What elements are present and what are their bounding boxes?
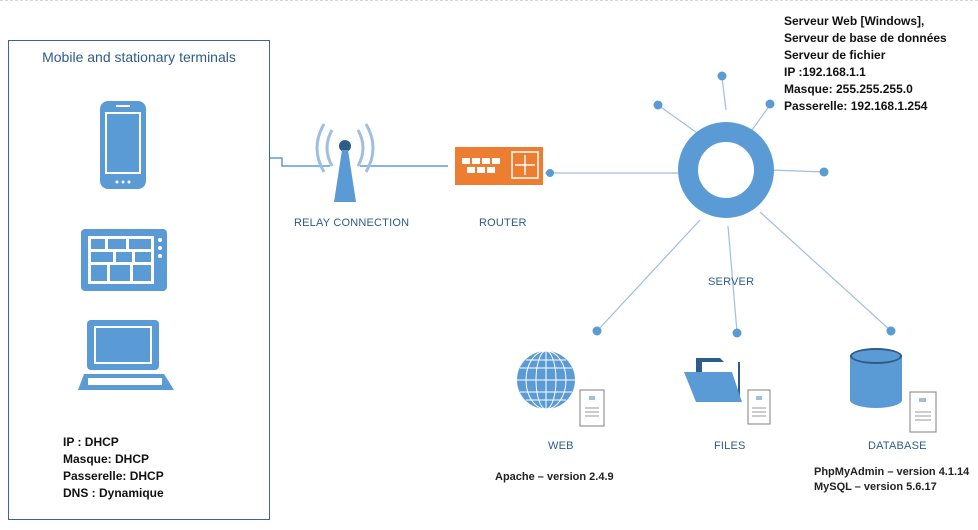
router-port-dot [546,169,554,177]
router-icon [455,147,543,185]
web-detail: Apache – version 2.4.9 [495,471,614,483]
laptop-icon [78,320,174,390]
dot-files [732,328,742,338]
terminals-dns: DNS : Dynamique [63,486,164,500]
dot-web [592,326,602,336]
terminals-mask: Masque: DHCP [63,452,150,466]
spoke-files [727,225,738,333]
server-info-gateway: Passerelle: 192.168.1.254 [784,99,928,113]
dot-top [717,71,727,81]
dot-top-right [765,99,775,109]
server-network-info: Serveur Web [Windows], Serveur de base d… [784,13,947,115]
server-info-files: Serveur de fichier [784,48,886,62]
spoke-dots [592,71,896,338]
server-label: SERVER [708,276,755,288]
server-info-mask: Masque: 255.255.255.0 [784,82,913,96]
router-label: ROUTER [479,217,527,229]
server-spokes [597,76,891,333]
spoke-top [721,76,727,111]
tablet-icon [81,229,167,291]
server-info-ip: IP :192.168.1.1 [784,65,866,79]
database-phpmyadmin-version: PhpMyAdmin – version 4.1.14 [814,466,970,478]
dot-top-left [653,100,663,110]
server-info-web: Serveur Web [Windows], [784,14,925,28]
files-folder-icon [684,358,771,425]
dot-db [886,326,896,336]
database-details: PhpMyAdmin – version 4.1.14 MySQL – vers… [814,465,969,495]
spoke-db [759,211,891,331]
terminals-relay-line [270,157,330,167]
files-label: FILES [714,440,746,452]
database-label: DATABASE [868,440,927,452]
terminals-title: Mobile and stationary terminals [42,49,236,65]
relay-antenna-icon [315,123,375,202]
web-globe-icon [517,350,605,427]
spoke-top-left [657,104,701,136]
top-dashed-guide [0,0,978,2]
smartphone-icon [100,101,146,189]
terminals-network-info: IP : DHCP Masque: DHCP Passerelle: DHCP … [63,434,164,502]
web-label: WEB [548,440,574,452]
spoke-right [769,169,825,173]
spoke-top-right [751,104,771,131]
spoke-web [597,219,701,331]
server-ring-icon [678,122,774,218]
database-icon [850,348,937,433]
dot-right [819,167,829,177]
server-info-db: Serveur de base de données [784,31,947,45]
terminals-ip: IP : DHCP [63,435,119,449]
database-mysql-version: MySQL – version 5.6.17 [814,481,937,493]
terminals-gateway: Passerelle: DHCP [63,469,164,483]
terminals-group-box: Mobile and stationary terminals [8,40,270,520]
relay-label: RELAY CONNECTION [294,217,410,229]
